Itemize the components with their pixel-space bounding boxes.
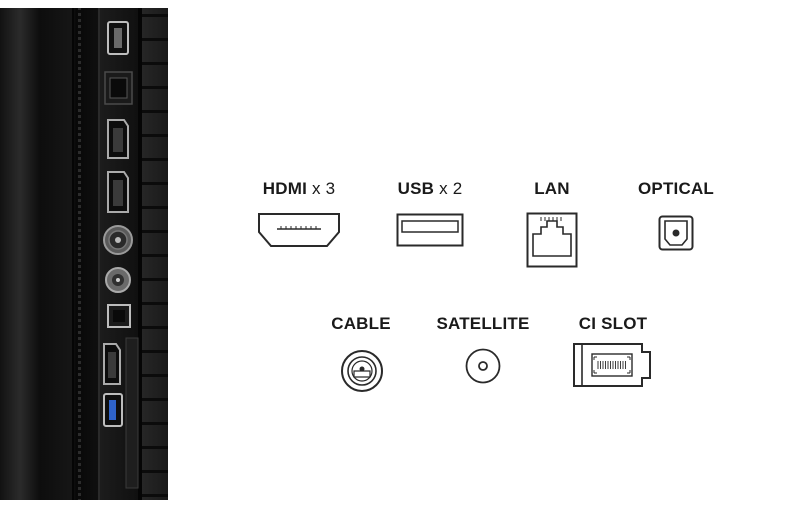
optical-label: OPTICAL	[638, 179, 714, 199]
usb-label-name: USB	[397, 179, 435, 198]
hdmi-label-count: x 3	[311, 179, 336, 198]
tv-rear-panel-illustration	[72, 8, 168, 500]
hdmi-port-icon	[258, 213, 340, 247]
ci-slot-label-name: CI SLOT	[578, 314, 648, 333]
cable-label: CABLE	[331, 314, 391, 334]
panel-cable-port	[103, 225, 133, 255]
optical-port-icon	[658, 215, 694, 251]
hdmi-label: HDMI x 3	[263, 179, 335, 199]
panel-usb-port	[103, 393, 123, 427]
panel-hdmi-port-2	[107, 119, 129, 159]
hdmi-label-name: HDMI	[262, 179, 308, 198]
panel-lan-port	[104, 71, 133, 105]
ci-slot-icon	[573, 343, 651, 387]
ethernet-port-icon	[526, 212, 578, 268]
satellite-label: SATELLITE	[436, 314, 529, 334]
usb-port-icon	[396, 213, 464, 247]
ci-slot-label: CI SLOT	[579, 314, 647, 334]
usb-label: USB x 2	[398, 179, 463, 199]
satellite-label-name: SATELLITE	[436, 314, 530, 333]
panel-hdmi-port-1	[107, 21, 129, 55]
tv-rear-panel-photo	[0, 8, 168, 500]
panel-optical-port	[107, 304, 131, 328]
lan-label-name: LAN	[534, 179, 570, 198]
panel-hdmi-port-3	[107, 171, 129, 213]
usb-label-count: x 2	[439, 179, 463, 198]
cable-label-name: CABLE	[331, 314, 391, 333]
coax-cable-port-icon	[341, 350, 383, 392]
satellite-port-icon	[465, 348, 501, 384]
optical-label-name: OPTICAL	[637, 179, 715, 198]
lan-label: LAN	[534, 179, 570, 199]
panel-satellite-port	[105, 267, 131, 293]
panel-hdmi-port-4	[103, 343, 121, 385]
